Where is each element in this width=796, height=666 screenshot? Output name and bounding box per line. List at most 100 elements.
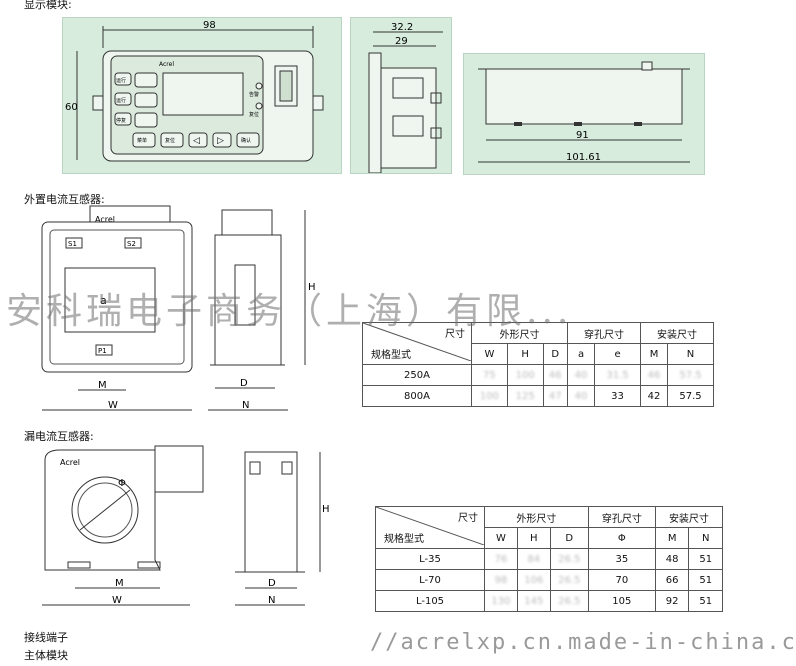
table-row: L-35 76 84 26.5 35 48 51 bbox=[375, 548, 723, 570]
dim-d: D bbox=[240, 378, 248, 389]
table2-cell: 66 bbox=[654, 569, 690, 591]
leak-ct-brand: Acrel bbox=[60, 458, 80, 467]
table2-corner-bottom: 规格型式 bbox=[384, 534, 424, 545]
table2-group-outer: 外形尺寸 bbox=[484, 506, 589, 528]
label-main-module: 主体模块 bbox=[24, 649, 68, 662]
table2-cell: 130 bbox=[484, 590, 518, 612]
table2-model: L-70 bbox=[375, 569, 485, 591]
table2-cell: 145 bbox=[516, 590, 551, 612]
table2-cell: 98 bbox=[484, 569, 518, 591]
button-2: 复位 bbox=[165, 137, 175, 144]
dim-n: N bbox=[242, 400, 249, 411]
table1-cell: 100 bbox=[506, 364, 544, 386]
table1-group-hole: 穿孔尺寸 bbox=[566, 322, 641, 344]
section-title-leakage-ct: 漏电流互感器: bbox=[24, 430, 94, 443]
company-watermark: 安科瑞电子商务（上海）有限... bbox=[6, 291, 573, 332]
button-4: 确认 bbox=[241, 137, 251, 144]
leak-dim-d: D bbox=[268, 578, 276, 589]
pin-s1: S1 bbox=[68, 240, 77, 248]
table1-cell: 57.5 bbox=[667, 385, 714, 407]
table1-subhead: N bbox=[667, 343, 714, 365]
table1-cell: 75 bbox=[471, 364, 508, 386]
table-row: L-105 130 145 26.5 105 92 51 bbox=[375, 590, 723, 612]
table-row: 800A 100 125 47 40 33 42 57.5 bbox=[362, 385, 714, 407]
left-key-1: 运行 bbox=[116, 77, 126, 84]
table1-subhead: H bbox=[506, 343, 544, 365]
dim-depth2: 29 bbox=[395, 36, 408, 47]
display-side-drawing: 32.2 29 bbox=[368, 22, 443, 174]
arrow-left: ◁ bbox=[193, 136, 200, 146]
leak-dim-h: H bbox=[322, 504, 330, 515]
table1-subhead: M bbox=[639, 343, 669, 365]
table2-subhead: W bbox=[484, 527, 518, 549]
leak-dim-w: W bbox=[112, 595, 122, 606]
table1-corner: 尺寸 规格型式 bbox=[362, 322, 472, 365]
diameter-label: Φ bbox=[118, 478, 126, 489]
right-label-2: 复位 bbox=[249, 111, 259, 118]
table1-corner-bottom: 规格型式 bbox=[371, 350, 411, 361]
table-row: 250A 75 100 46 40 31.5 46 57.5 bbox=[362, 364, 714, 386]
table2-cell: 105 bbox=[587, 590, 656, 612]
dim-outer: 101.61 bbox=[566, 152, 601, 163]
dim-width: 98 bbox=[203, 20, 216, 31]
dim-m: M bbox=[98, 380, 107, 391]
table1-cell: 46 bbox=[542, 364, 568, 386]
table2-cell: 51 bbox=[688, 548, 723, 570]
url-watermark: //acrelxp.cn.made-in-china.com bbox=[370, 630, 796, 655]
table1-subhead: a bbox=[566, 343, 596, 365]
table1-corner-top: 尺寸 bbox=[445, 329, 465, 340]
left-key-3: 停复 bbox=[116, 117, 126, 124]
table1-subhead: D bbox=[542, 343, 568, 365]
section-title-display: 显示模块: bbox=[24, 0, 72, 11]
section-title-external-ct: 外置电流互感器: bbox=[24, 193, 105, 206]
table1-cell: 57.5 bbox=[667, 364, 714, 386]
display-top-panel: 91 101.61 bbox=[463, 53, 705, 175]
table1-cell: 40 bbox=[566, 385, 596, 407]
table2-cell: 35 bbox=[587, 548, 656, 570]
right-label-1: 告警 bbox=[249, 91, 259, 98]
arrow-right: ▷ bbox=[217, 136, 224, 146]
button-1: 菜单 bbox=[137, 137, 147, 144]
table1-subhead: e bbox=[594, 343, 641, 365]
table2-group-hole: 穿孔尺寸 bbox=[587, 506, 656, 528]
table1-cell: 33 bbox=[594, 385, 641, 407]
display-top-drawing: 91 101.61 bbox=[478, 61, 690, 163]
table1-model: 250A bbox=[362, 364, 472, 386]
table1-cell: 47 bbox=[542, 385, 568, 407]
dim-inner: 91 bbox=[576, 130, 589, 141]
leakage-ct-drawing: Acrel Φ M W D N H bbox=[42, 445, 330, 606]
table2-group-mount: 安装尺寸 bbox=[654, 506, 724, 528]
dim-w: W bbox=[108, 400, 118, 411]
ext-ct-brand: Acrel bbox=[95, 215, 115, 224]
left-key-2: 运行 bbox=[116, 97, 126, 104]
table1-cell: 40 bbox=[566, 364, 596, 386]
table2-cell: 48 bbox=[654, 548, 690, 570]
table1-subhead: W bbox=[471, 343, 508, 365]
leakage-ct-spec-table: 尺寸 规格型式 外形尺寸 穿孔尺寸 安装尺寸 W H D Φ M N L-35 … bbox=[375, 506, 724, 612]
label-terminal: 接线端子 bbox=[24, 631, 68, 644]
pin-p1: P1 bbox=[98, 347, 107, 355]
table2-cell: 51 bbox=[688, 569, 723, 591]
display-front-drawing: 98 60 Acrel 运行 运行 停复 菜单 复位 ◁ bbox=[65, 20, 324, 162]
table1-cell: 42 bbox=[639, 385, 669, 407]
table1-cell: 100 bbox=[471, 385, 508, 407]
table2-cell: 106 bbox=[516, 569, 551, 591]
table2-cell: 84 bbox=[516, 548, 551, 570]
table1-cell: 46 bbox=[639, 364, 669, 386]
leak-dim-n: N bbox=[268, 595, 275, 606]
table1-model: 800A bbox=[362, 385, 472, 407]
table2-cell: 26.5 bbox=[549, 548, 589, 570]
aperture-label: a bbox=[100, 294, 107, 307]
table2-corner-top: 尺寸 bbox=[458, 513, 478, 524]
table2-subhead: H bbox=[516, 527, 551, 549]
dim-height: 60 bbox=[65, 102, 78, 113]
external-ct-spec-table: 尺寸 规格型式 外形尺寸 穿孔尺寸 安装尺寸 W H D a e M N 250… bbox=[362, 322, 715, 407]
table1-cell: 125 bbox=[506, 385, 544, 407]
table2-cell: 51 bbox=[688, 590, 723, 612]
dim-depth1: 32.2 bbox=[391, 22, 413, 33]
dim-h: H bbox=[308, 282, 316, 293]
table2-cell: 76 bbox=[484, 548, 518, 570]
table2-cell: 70 bbox=[587, 569, 656, 591]
table2-subhead: D bbox=[549, 527, 589, 549]
table2-subhead: M bbox=[654, 527, 690, 549]
